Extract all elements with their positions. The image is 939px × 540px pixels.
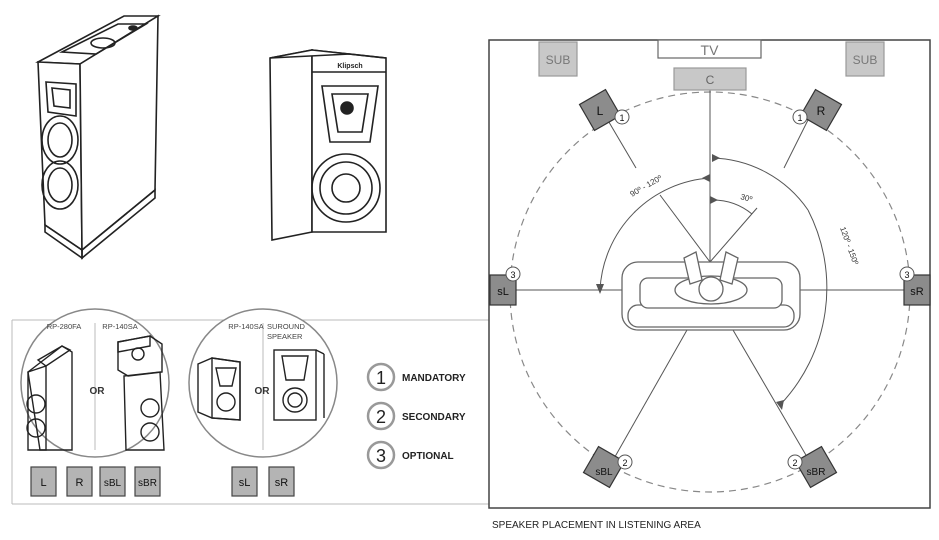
option-button-r: R — [66, 466, 93, 497]
svg-text:sBL: sBL — [595, 467, 613, 478]
svg-text:3: 3 — [904, 270, 909, 280]
speaker-surround-left: sL 3 — [489, 266, 521, 306]
svg-text:1: 1 — [376, 368, 386, 388]
svg-text:3: 3 — [376, 446, 386, 466]
svg-text:OPTIONAL: OPTIONAL — [402, 451, 454, 462]
legend-item-mandatory: 1 MANDATORY — [366, 362, 466, 392]
option-circle-surround — [188, 308, 338, 458]
svg-text:2: 2 — [622, 458, 627, 468]
surround-brand-logo: Klipsch — [337, 63, 362, 70]
diagram-caption: SPEAKER PLACEMENT IN LISTENING AREA — [492, 520, 701, 531]
svg-text:1: 1 — [797, 113, 802, 123]
subwoofer-right: SUB — [845, 41, 885, 77]
legend-item-optional: 3 OPTIONAL — [366, 440, 454, 470]
speaker-surround-right: sR 3 — [899, 266, 931, 306]
option2-or: OR — [255, 386, 271, 397]
option-button-sbr: sBR — [134, 466, 161, 497]
svg-text:1: 1 — [619, 113, 624, 123]
tower-speaker-illustration — [35, 14, 161, 260]
svg-text:R: R — [76, 477, 84, 489]
svg-text:SECONDARY: SECONDARY — [402, 412, 466, 423]
speaker-front-left: L 1 — [578, 88, 630, 132]
svg-text:sL: sL — [497, 286, 509, 298]
svg-text:sR: sR — [275, 477, 289, 489]
svg-text:sR: sR — [910, 286, 924, 298]
svg-text:SUB: SUB — [853, 53, 878, 67]
option-button-sr: sR — [268, 466, 295, 497]
tv: TV — [657, 39, 762, 59]
option-circle-front — [20, 308, 170, 458]
surround-speaker-illustration — [269, 49, 387, 241]
legend-item-secondary: 2 SECONDARY — [366, 401, 466, 431]
svg-text:R: R — [817, 104, 826, 118]
svg-text:sL: sL — [239, 477, 251, 489]
svg-text:3: 3 — [510, 270, 515, 280]
svg-text:2: 2 — [792, 458, 797, 468]
angle-label-front: 30º — [739, 192, 753, 204]
svg-text:L: L — [40, 477, 46, 489]
svg-text:TV: TV — [701, 42, 720, 58]
option2-model-left: RP-140SA — [228, 322, 263, 331]
speaker-back-right: sBR 2 — [787, 445, 838, 489]
option-button-sl: sL — [231, 466, 258, 497]
svg-text:C: C — [706, 73, 715, 87]
svg-text:2: 2 — [376, 407, 386, 427]
option1-model-left: RP-280FA — [47, 322, 82, 331]
svg-text:SUB: SUB — [546, 53, 571, 67]
svg-text:sBL: sBL — [104, 478, 122, 489]
option1-or: OR — [90, 386, 106, 397]
svg-text:L: L — [597, 104, 604, 118]
center-speaker: C — [673, 67, 747, 91]
option-button-sbl: sBL — [99, 466, 126, 497]
speaker-front-right: R 1 — [792, 88, 843, 132]
subwoofer-left: SUB — [538, 41, 578, 77]
speaker-back-left: sBL 2 — [582, 445, 633, 489]
option2-model-right-line1: SUROUND — [267, 322, 306, 331]
option2-model-right-line2: SPEAKER — [267, 332, 303, 341]
svg-text:sBR: sBR — [138, 478, 157, 489]
svg-text:sBR: sBR — [807, 467, 826, 478]
option-button-l: L — [30, 466, 57, 497]
option1-model-right: RP-140SA — [102, 322, 137, 331]
listening-room — [488, 39, 931, 509]
svg-text:MANDATORY: MANDATORY — [402, 373, 466, 384]
